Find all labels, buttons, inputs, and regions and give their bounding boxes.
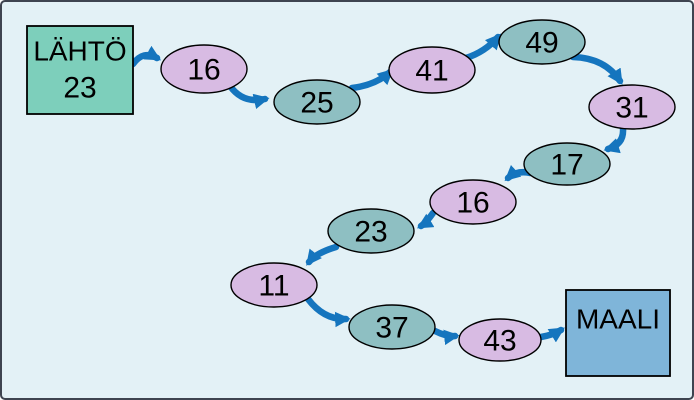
node-ellipse-43 xyxy=(458,318,542,362)
node-16: 16 xyxy=(160,44,248,94)
node-ellipse-17 xyxy=(523,142,611,186)
node-ellipse-41 xyxy=(388,46,476,94)
arrow-23-to-11 xyxy=(305,243,340,266)
node-ellipse-16 xyxy=(160,44,248,94)
node-label-16-2: 16 xyxy=(456,187,489,220)
arrow-49-to-31 xyxy=(569,53,624,85)
arrow-37-to-43 xyxy=(431,327,460,346)
node-label-16: 16 xyxy=(187,54,220,87)
arrows-layer xyxy=(129,33,627,346)
start-box-title: LÄHTÖ xyxy=(33,36,126,67)
node-label-49: 49 xyxy=(525,27,558,60)
node-ellipse-49 xyxy=(498,19,586,65)
arrow-43-to-MAALI xyxy=(537,326,565,343)
node-49: 49 xyxy=(498,19,586,65)
node-31: 31 xyxy=(588,84,676,130)
arrow-17-to-16 xyxy=(504,164,534,182)
nodes-layer: 16 25 41 49 31 17 16 23 11 37 43 xyxy=(160,19,676,362)
node-label-11: 11 xyxy=(258,270,289,303)
node-label-23: 23 xyxy=(354,216,387,249)
arrow-16-to-23 xyxy=(416,209,437,230)
node-label-25: 25 xyxy=(300,87,333,120)
end-box-title: MAALI xyxy=(576,304,660,335)
start-box-rect xyxy=(26,25,134,115)
node-17: 17 xyxy=(523,142,611,186)
node-label-41: 41 xyxy=(415,55,448,88)
node-ellipse-16-2 xyxy=(429,179,517,225)
node-label-37: 37 xyxy=(375,312,408,345)
node-ellipse-11 xyxy=(230,262,318,308)
node-16-2: 16 xyxy=(429,179,517,225)
node-23: 23 xyxy=(327,208,415,254)
node-label-43: 43 xyxy=(483,325,516,358)
node-25: 25 xyxy=(273,79,361,125)
arrow-31-to-17 xyxy=(603,125,627,154)
arrow-11-to-37 xyxy=(304,295,351,328)
arrow-41-to-49 xyxy=(462,33,502,62)
node-ellipse-31 xyxy=(588,84,676,130)
node-label-31: 31 xyxy=(615,92,648,125)
start-box: LÄHTÖ 23 xyxy=(26,25,134,115)
node-37: 37 xyxy=(348,304,436,350)
node-ellipse-37 xyxy=(348,304,436,350)
arrow-LÄHTÖ-to-16 xyxy=(129,45,162,68)
end-box: MAALI xyxy=(565,289,671,377)
node-43: 43 xyxy=(458,318,542,362)
node-ellipse-23 xyxy=(327,208,415,254)
node-11: 11 xyxy=(230,262,318,308)
node-ellipse-25 xyxy=(273,79,361,125)
end-box-rect xyxy=(565,289,671,377)
node-label-17: 17 xyxy=(550,149,583,182)
arrow-16-to-25 xyxy=(226,82,270,110)
start-box-number: 23 xyxy=(63,72,96,105)
node-41: 41 xyxy=(388,46,476,94)
arrow-25-to-41 xyxy=(348,68,394,92)
